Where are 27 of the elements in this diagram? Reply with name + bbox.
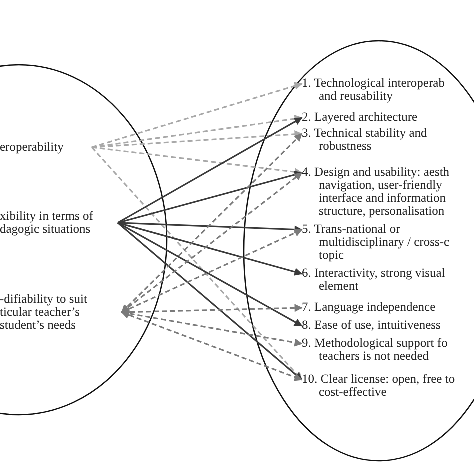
- criterion-text: -difiability to suit ticular teacher’s student’s needs: [0, 292, 88, 332]
- arrow: [121, 310, 303, 347]
- arrow: [121, 229, 303, 314]
- list-item-text: 3. Technical stability and robustness: [302, 127, 428, 153]
- list-item-text: 7. Language independence: [302, 301, 437, 314]
- list-item-text: 6. Interactivity, strong visual element: [302, 267, 446, 293]
- arrow: [118, 222, 303, 276]
- criterion-text: eroperability: [0, 140, 64, 154]
- arrow: [121, 304, 303, 316]
- arrow: [121, 133, 303, 314]
- list-item-text: 1. Technological interoperab and reusability: [302, 77, 446, 103]
- criterion-text: xibility in terms of dagogic situations: [0, 209, 94, 236]
- arrow: [121, 311, 303, 382]
- arrow: [118, 117, 303, 224]
- list-item-text: 10. Clear license: open, free to cost-effective: [302, 373, 456, 399]
- arrow: [118, 171, 303, 224]
- arrow: [121, 172, 303, 314]
- list-item-text: 2. Layered architecture: [302, 111, 419, 124]
- list-item-text: 8. Ease of use, intuitiveness: [302, 319, 442, 332]
- arrow: [92, 82, 303, 148]
- arrow: [91, 146, 303, 381]
- list-item-text: 4. Design and usability: aesth navigation, user-friendly interface and information structure, personalisation: [302, 166, 451, 218]
- arrow: [92, 130, 303, 148]
- arrow: [117, 222, 303, 381]
- arrow: [118, 222, 303, 327]
- list-item-text: 5. Trans-national or multidisciplinary / cross-c topic: [302, 223, 451, 262]
- list-item-text: 9. Methodological support fo teachers is not needed: [302, 337, 449, 363]
